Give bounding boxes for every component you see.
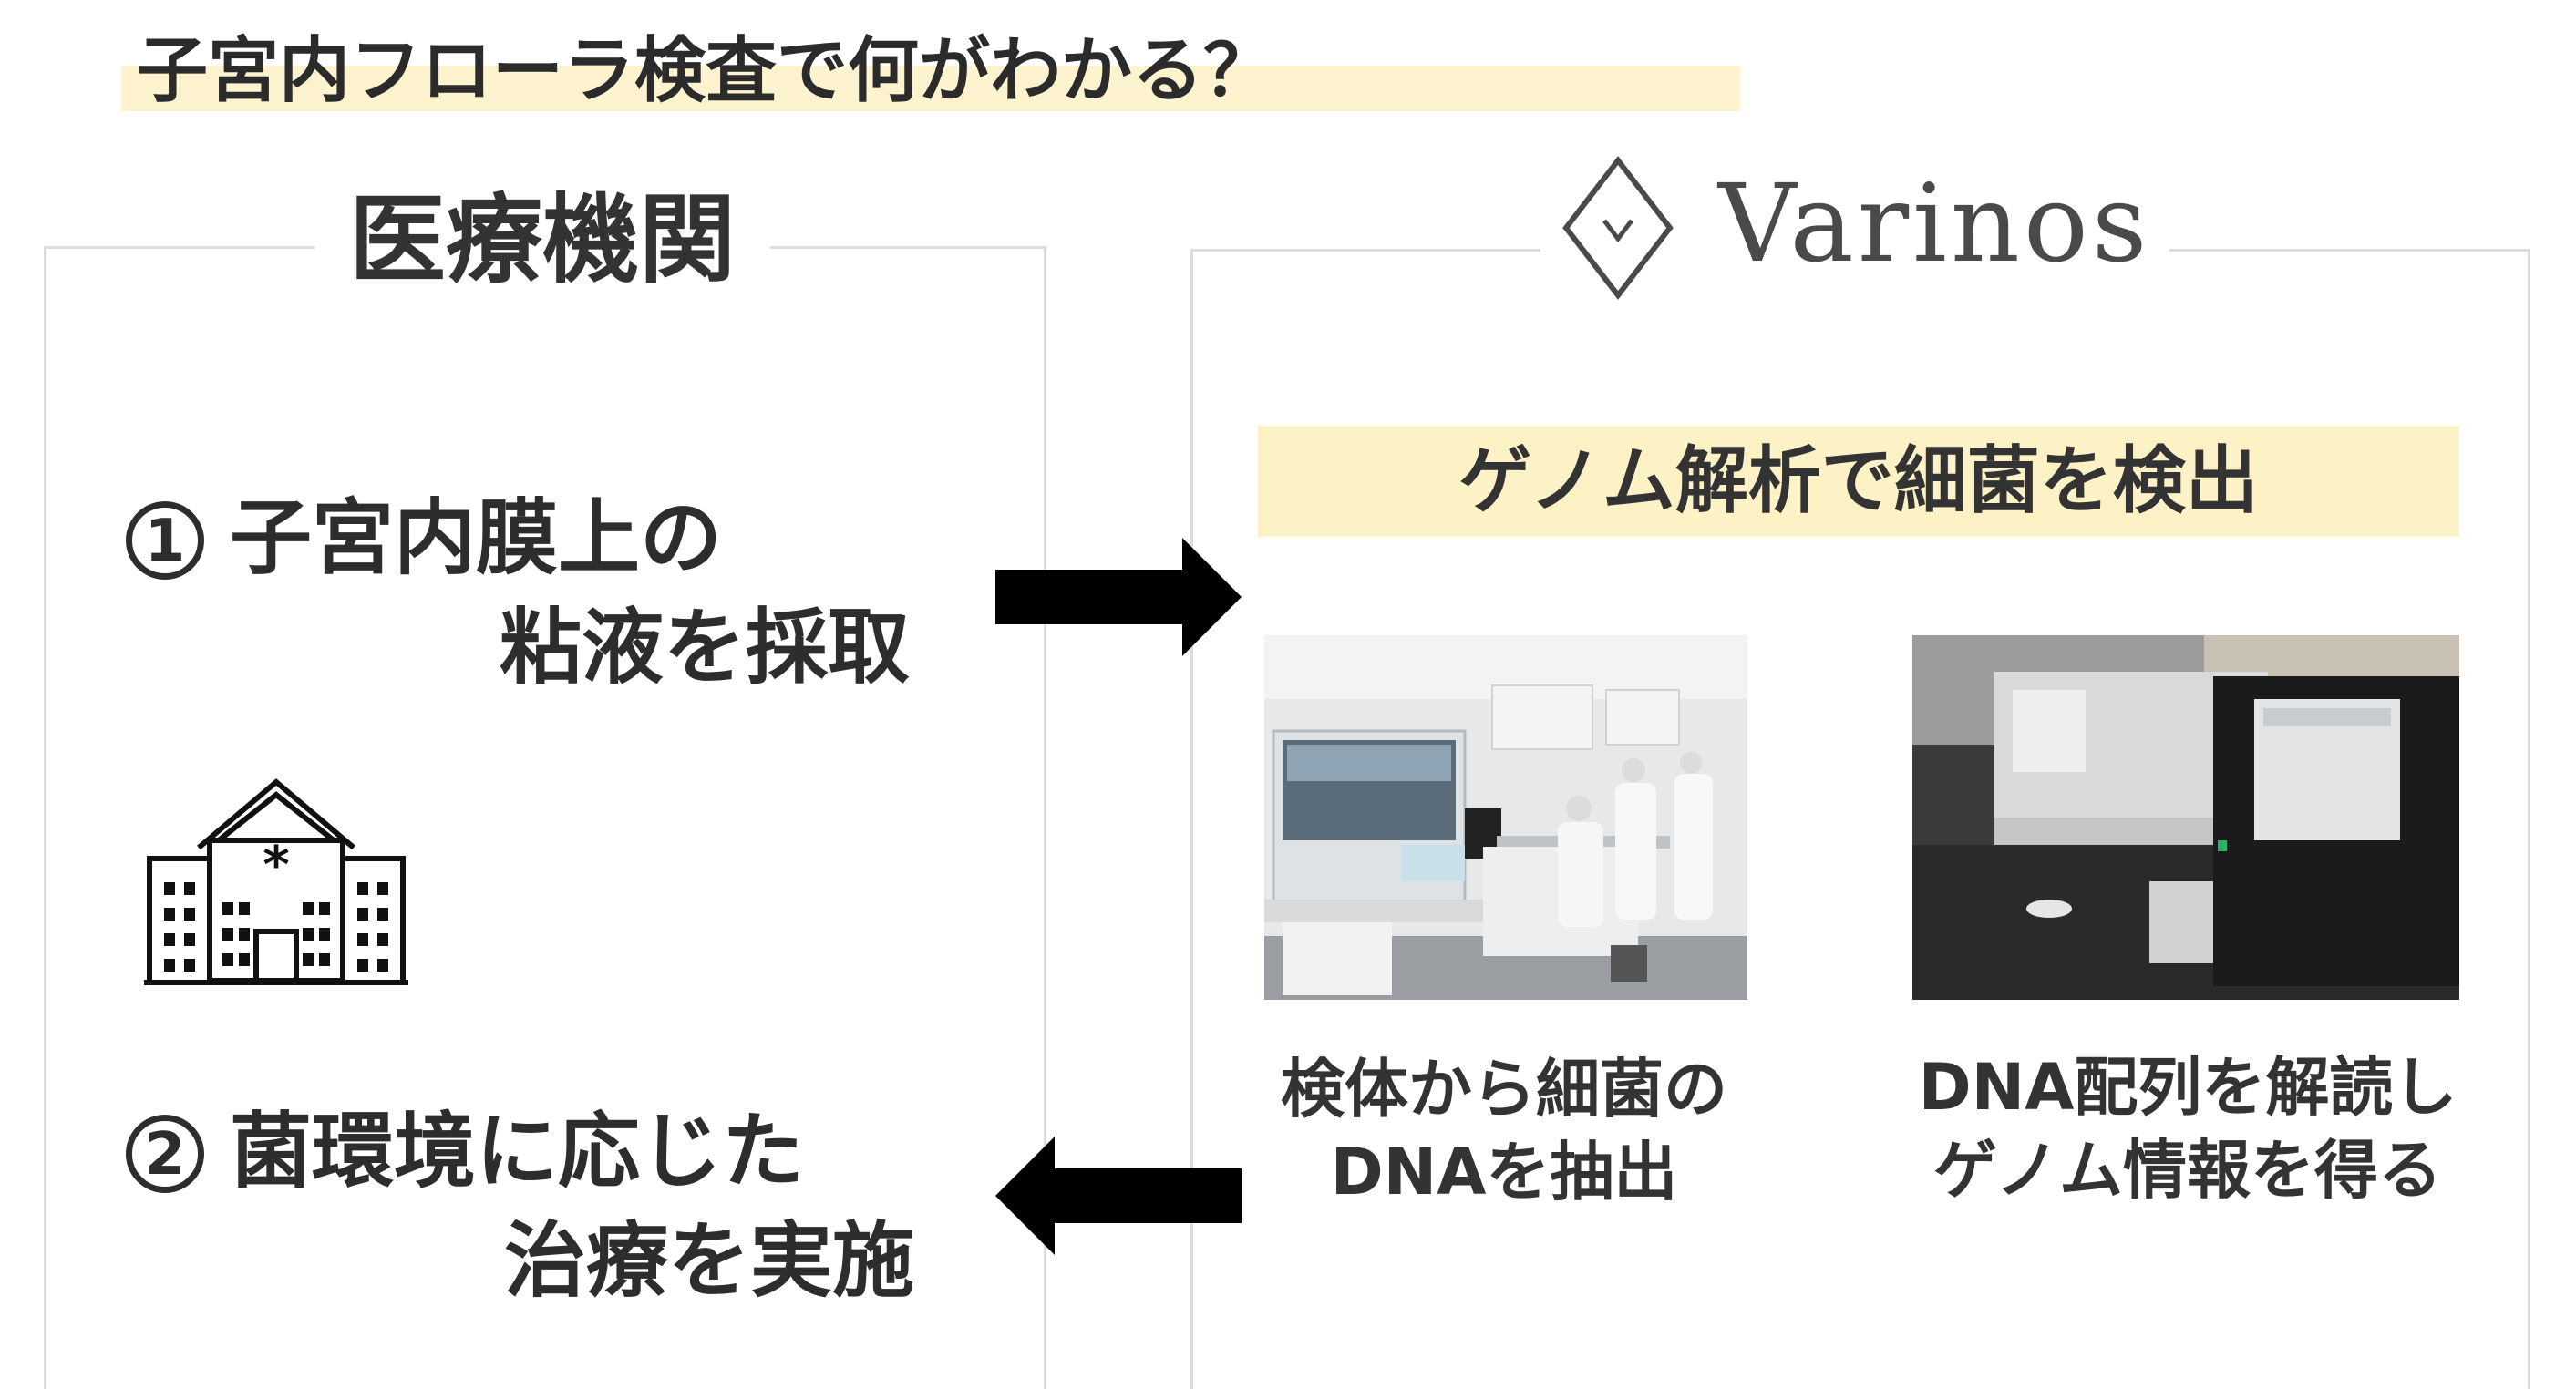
caption-1-line-1: 検体から細菌の: [1281, 1052, 1727, 1127]
brand-name: Varinos: [1718, 160, 2151, 286]
medical-institution-heading: 医療機関: [314, 182, 770, 299]
genome-analysis-heading: ゲノム解析で細菌を検出: [1258, 426, 2459, 537]
svg-text:*: *: [263, 836, 289, 895]
step-1-number: 1: [126, 501, 204, 580]
step-2-text-1: 菌環境に応じた: [230, 1104, 804, 1199]
step-1-text-1: 子宮内膜上の: [230, 490, 722, 586]
caption-dna-extraction: 検体から細菌の DNAを抽出: [1249, 1048, 1759, 1214]
step-1-line-2: 粘液を採取: [500, 600, 910, 695]
brand-header-mask: [1540, 150, 2169, 305]
slide-title: 子宮内フローラ検査で何がわかる？: [137, 30, 1275, 112]
caption-dna-sequencing: DNA配列を解読し ゲノム情報を得る: [1905, 1046, 2470, 1212]
step-2-line-2: 治療を実施: [504, 1213, 914, 1309]
step-2-line-1: 2 菌環境に応じた: [126, 1101, 804, 1204]
caption-2-line-1: DNA配列を解読し: [1918, 1050, 2458, 1125]
title-highlight: [121, 66, 1740, 111]
lab-photo: [1264, 635, 1747, 1000]
caption-1-line-2: DNAを抽出: [1330, 1135, 1678, 1209]
step-1-line-1: 1 子宮内膜上の: [126, 488, 722, 591]
arrow-right-icon: [995, 538, 1242, 656]
hospital-icon: *: [144, 778, 408, 985]
caption-2-line-2: ゲノム情報を得る: [1933, 1133, 2442, 1208]
step-2-number: 2: [126, 1115, 204, 1193]
arrow-left-icon: [995, 1137, 1242, 1255]
varinos-logo-icon: [1562, 156, 1674, 300]
sequencer-photo: [1912, 635, 2459, 1000]
